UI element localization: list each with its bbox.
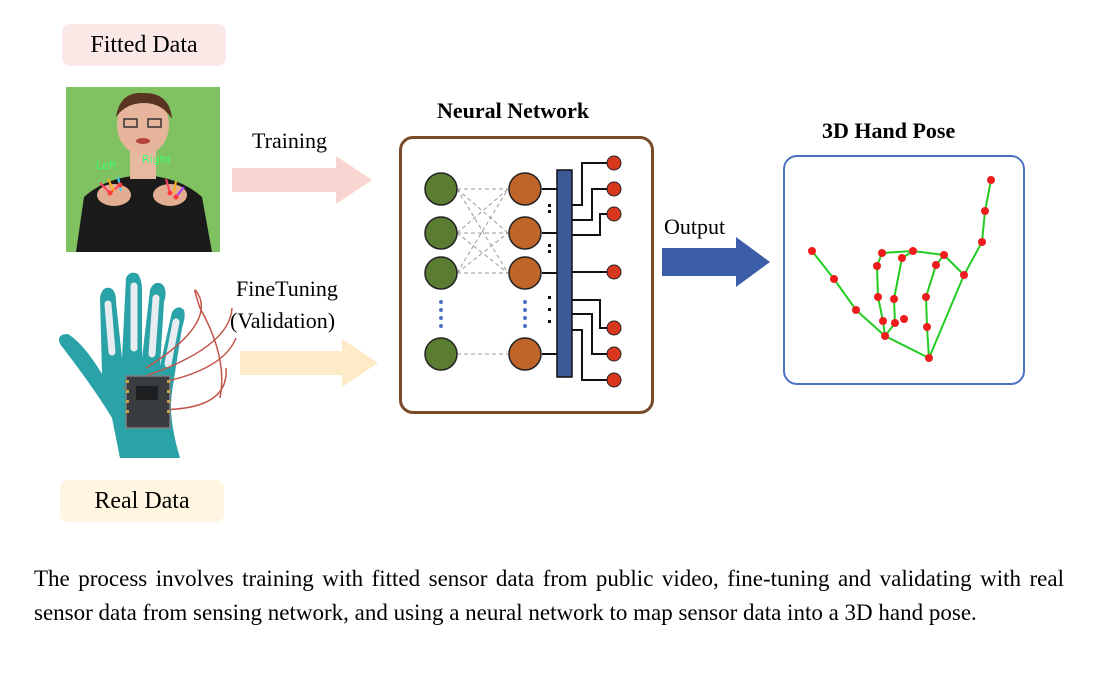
sensor-glove-image (50, 268, 242, 458)
input-ellipsis (439, 300, 443, 328)
hidden-ellipsis (523, 300, 527, 328)
output-node (606, 372, 622, 388)
video-left-tag: Left (96, 159, 117, 172)
training-arrow (232, 156, 372, 204)
output-bus (556, 169, 573, 378)
real-data-label: Real Data (60, 480, 224, 522)
figure-caption: The process involves training with fitte… (34, 566, 1064, 625)
output-node (606, 264, 622, 280)
neural-network-box (399, 136, 654, 414)
input-node (424, 216, 458, 250)
input-node (424, 256, 458, 290)
output-label: Output (664, 214, 726, 239)
training-label: Training (252, 128, 327, 153)
output-arrow (662, 237, 770, 287)
input-node (424, 172, 458, 206)
bus-ellipsis (548, 204, 551, 323)
neural-network-title: Neural Network (437, 98, 590, 123)
validation-label: (Validation) (230, 308, 336, 333)
hand-skeleton-joints (808, 176, 995, 362)
input-node (424, 337, 458, 371)
output-node (606, 206, 622, 222)
signer-illustration: Left Right (66, 87, 220, 252)
output-layer (606, 155, 622, 388)
input-layer (424, 172, 458, 371)
video-right-tag: Right (142, 153, 172, 166)
fitted-data-text: Fitted Data (90, 31, 198, 58)
hidden-to-bus-links (542, 188, 557, 355)
nn-connections (456, 188, 509, 355)
output-node (606, 346, 622, 362)
hand-skeleton-bones (811, 179, 992, 359)
fitted-data-label: Fitted Data (62, 24, 226, 66)
finetuning-label: FineTuning (236, 276, 338, 301)
hidden-node (508, 172, 542, 206)
hand-pose-title: 3D Hand Pose (822, 118, 956, 143)
finetune-arrow (240, 339, 378, 387)
bus-to-output-links (572, 162, 614, 381)
output-node (606, 181, 622, 197)
hand-pose-box (783, 155, 1025, 385)
hidden-layer (508, 172, 542, 371)
output-node (606, 320, 622, 336)
video-frame-image: Left Right (66, 87, 220, 252)
output-node (606, 155, 622, 171)
real-data-text: Real Data (94, 487, 190, 514)
glove-illustration (50, 268, 242, 458)
hidden-node (508, 256, 542, 290)
hidden-node (508, 216, 542, 250)
hidden-node (508, 337, 542, 371)
